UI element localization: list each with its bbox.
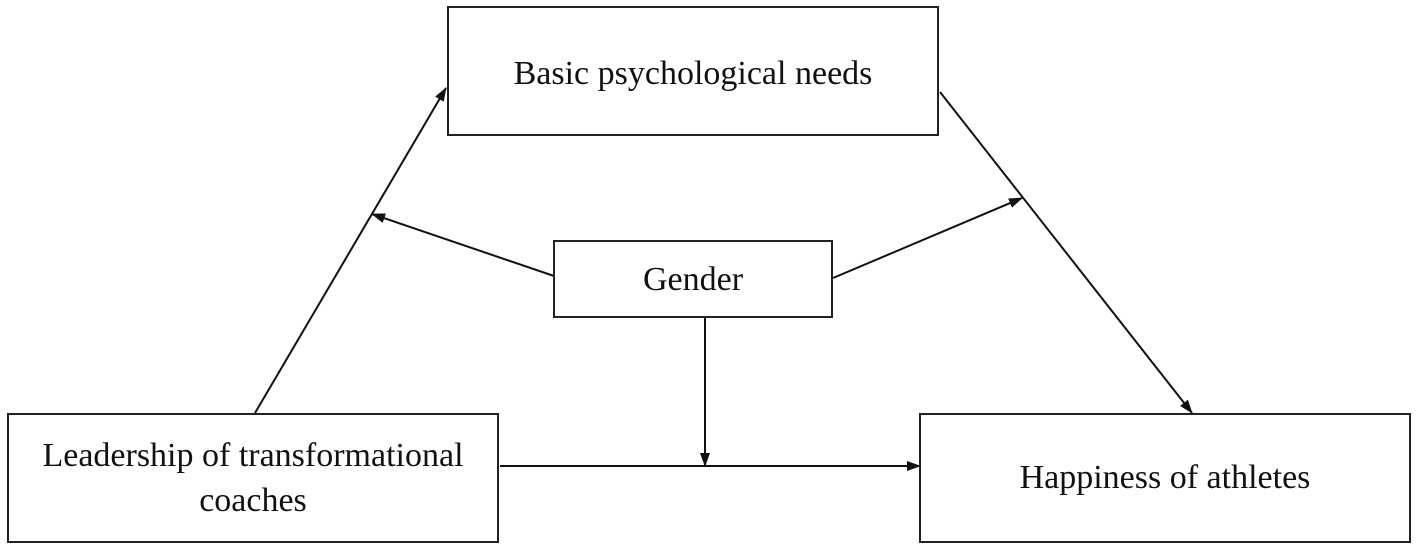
node-label: Gender: [643, 261, 744, 298]
node-leadership-of-transformational-coaches: Leadership of transformational coaches: [7, 413, 499, 543]
node-label-line-2: coaches: [199, 482, 307, 519]
edge-gender-to-right-path: [832, 197, 1023, 279]
node-basic-psychological-needs: Basic psychological needs: [447, 6, 939, 136]
edge-gender-to-left-path: [371, 213, 555, 277]
node-gender: Gender: [553, 240, 833, 318]
node-label-line-1: Leadership of transformational: [42, 437, 463, 474]
node-happiness-of-athletes: Happiness of athletes: [919, 413, 1411, 543]
node-label: Happiness of athletes: [1020, 459, 1311, 496]
edge-leadership-to-needs: [254, 87, 447, 414]
node-label: Basic psychological needs: [514, 55, 873, 92]
edge-needs-to-happiness: [939, 91, 1193, 414]
